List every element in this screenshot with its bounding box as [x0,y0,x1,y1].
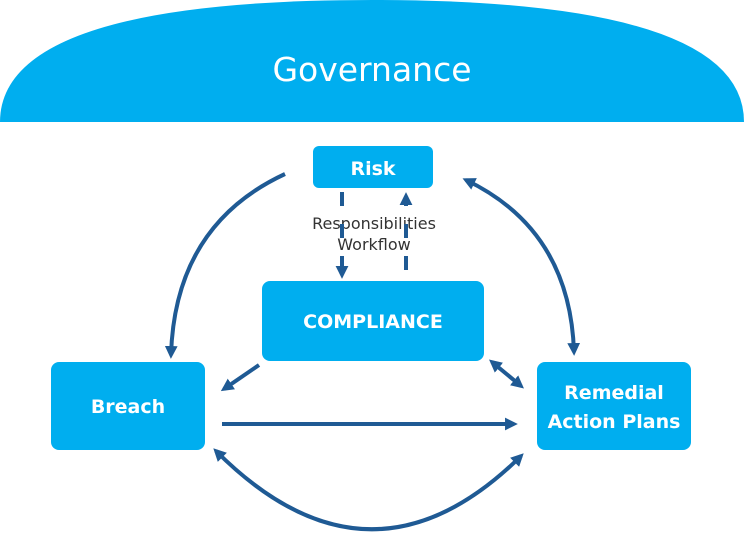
governance-dome [0,0,744,122]
breach-box [51,362,205,450]
risk-label: Risk [350,158,395,180]
compliance-remedial-arrow [489,359,524,389]
link-label-responsibilities: Responsibilities [312,214,436,233]
link-label-workflow: Workflow [337,235,410,254]
risk-box [313,146,433,188]
risk-remedial-arrow [462,178,581,356]
breach-remedial-bottom-arrow [213,448,524,532]
risk-to-breach-arrow [164,172,286,359]
governance-title: Governance [272,50,471,89]
remedial-label-line1: Remedial [564,382,664,404]
compliance-label: COMPLIANCE [303,311,443,333]
remedial-action-plans-box [537,362,691,450]
compliance-box [262,281,484,361]
remedial-label-line2: Action Plans [548,411,681,433]
compliance-to-breach-arrow [220,363,261,392]
breach-label: Breach [91,396,165,418]
